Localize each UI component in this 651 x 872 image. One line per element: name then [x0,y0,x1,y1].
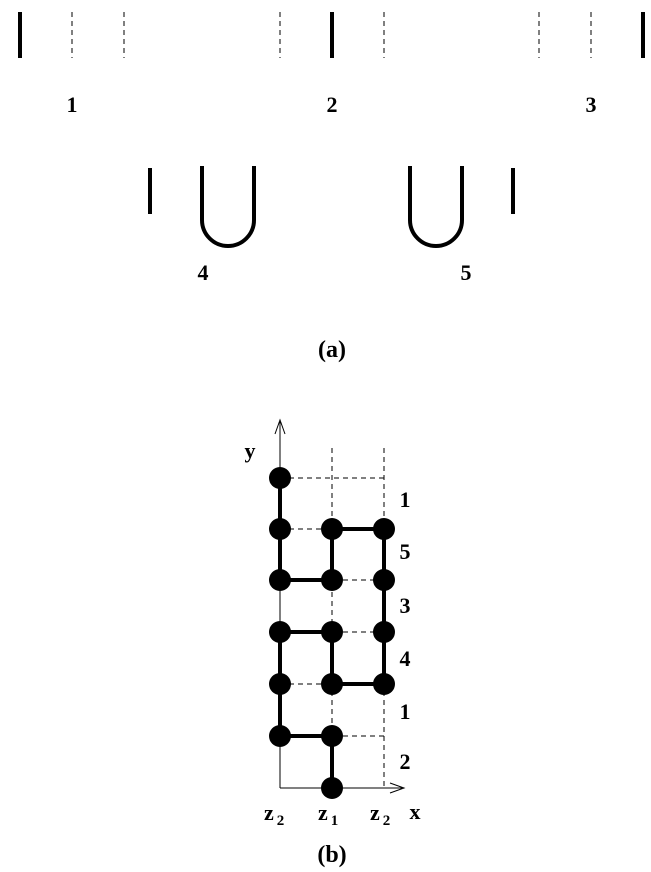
tile-5-u-turn [408,166,464,248]
row-label: 4 [400,646,411,671]
row-label: 5 [400,539,411,564]
monomer [373,569,395,591]
monomer [269,673,291,695]
monomer [321,621,343,643]
monomer [269,621,291,643]
monomer [321,777,343,799]
monomer [373,621,395,643]
monomer [269,569,291,591]
y-axis-arrowhead [274,418,286,435]
caption-a: (a) [318,337,346,363]
tile-label-3: 3 [586,92,597,117]
monomer [373,673,395,695]
tile-2 [279,12,385,58]
row-label: 3 [400,593,411,618]
tile-label-5: 5 [461,260,472,285]
monomer [269,518,291,540]
tile-4 [148,166,256,248]
monomer [321,569,343,591]
monomer [321,673,343,695]
tile-1 [18,12,125,58]
panel-a: 1 2 3 4 5 (a) [18,12,645,363]
x-axis-arrowhead [389,782,406,794]
tile-label-2: 2 [327,92,338,117]
tile-label-1: 1 [67,92,78,117]
monomer [269,725,291,747]
y-axis-label: y [245,438,256,463]
monomer [373,518,395,540]
row-label: 2 [400,749,411,774]
polymer-monomers [269,467,395,799]
tile-label-4: 4 [198,260,209,285]
tile-5 [408,166,515,248]
monomer [321,518,343,540]
monomer [321,725,343,747]
tile-3 [538,12,645,58]
row-label: 1 [400,699,411,724]
row-label: 1 [400,487,411,512]
monomer [269,467,291,489]
x-axis-label: x [410,799,421,824]
caption-b: (b) [317,842,346,868]
tile-4-u-turn [200,166,256,248]
